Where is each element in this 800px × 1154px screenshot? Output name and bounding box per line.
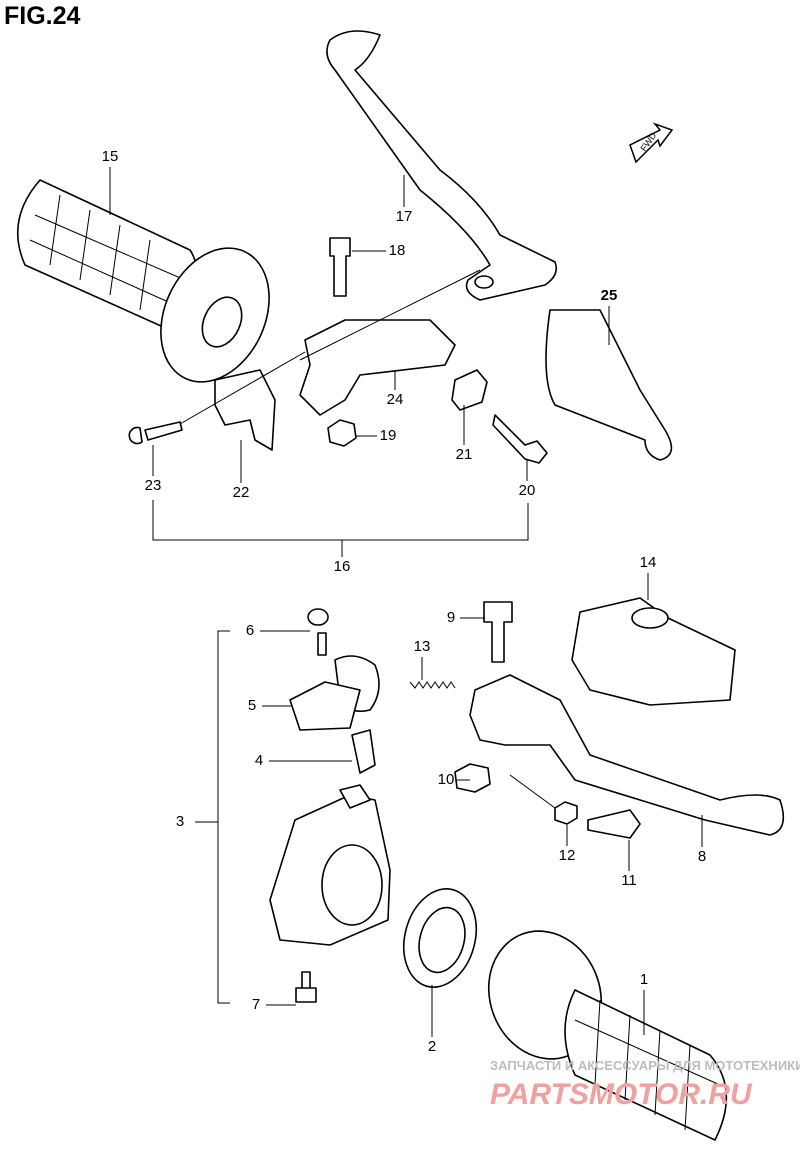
clamp-5 xyxy=(289,681,361,731)
brake-lever xyxy=(469,674,785,836)
callout-1: 1 xyxy=(640,971,648,988)
callout-12: 12 xyxy=(559,847,576,864)
adjuster-bolt-20 xyxy=(492,414,548,464)
watermark-site: PARTSMOTOR.RU xyxy=(490,1078,753,1111)
callout-25: 25 xyxy=(601,287,618,304)
clutch-lever xyxy=(326,30,558,301)
callout-18: 18 xyxy=(389,242,406,259)
callout-8: 8 xyxy=(698,848,706,865)
clamp-22 xyxy=(214,369,276,451)
figure-title: FIG.24 xyxy=(4,2,81,30)
watermark-tagline: ЗАПЧАСТИ И АКСЕССУАРЫ ДЛЯ МОТОТЕХНИКИ xyxy=(490,1058,800,1073)
callout-4: 4 xyxy=(255,752,263,769)
bolt-11 xyxy=(587,809,641,839)
fwd-arrow-icon: FWD xyxy=(629,122,674,164)
callout-22: 22 xyxy=(233,484,250,501)
callout-5: 5 xyxy=(248,697,256,714)
lever-cover xyxy=(545,309,673,461)
nut-10 xyxy=(454,763,491,793)
callout-16: 16 xyxy=(334,558,351,575)
bolt-18 xyxy=(329,237,351,297)
screw-7 xyxy=(295,971,317,1003)
grip-right xyxy=(487,930,728,1141)
spring-13 xyxy=(409,681,456,689)
callout-24: 24 xyxy=(387,391,404,408)
callout-10: 10 xyxy=(438,771,455,788)
callout-19: 19 xyxy=(380,427,397,444)
callout-11: 11 xyxy=(621,872,637,889)
nut-12 xyxy=(554,801,578,825)
lever-bracket xyxy=(299,319,456,416)
grip-left xyxy=(17,179,270,383)
callout-6: 6 xyxy=(246,622,254,639)
lever-cover-14 xyxy=(571,597,736,706)
callout-15: 15 xyxy=(102,148,119,165)
callout-7: 7 xyxy=(252,996,260,1013)
nut-19 xyxy=(327,419,357,447)
callout-17: 17 xyxy=(396,208,413,225)
clip-4 xyxy=(351,729,376,774)
screw-23 xyxy=(128,421,183,445)
callout-2: 2 xyxy=(428,1038,436,1055)
callout-14: 14 xyxy=(640,554,657,571)
callout-20: 20 xyxy=(519,482,536,499)
adjuster-nut-21 xyxy=(451,369,488,411)
leader-lines xyxy=(109,167,703,1037)
screw-6 xyxy=(307,608,329,656)
bolt-9 xyxy=(483,601,513,663)
callout-9: 9 xyxy=(447,609,455,626)
callout-23: 23 xyxy=(145,477,162,494)
callout-3: 3 xyxy=(176,813,184,830)
callout-21: 21 xyxy=(456,446,473,463)
callout-13: 13 xyxy=(414,638,431,655)
